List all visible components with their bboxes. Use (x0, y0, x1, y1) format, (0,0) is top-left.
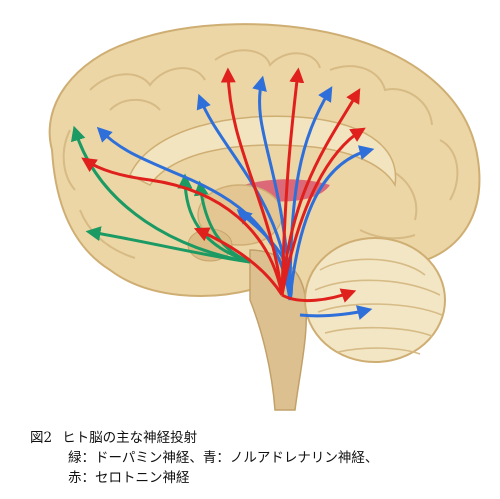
serotonin-projections (81, 67, 366, 303)
figure-number: 図2 (30, 430, 53, 446)
figure-caption: 図2 ヒト脳の主な神経投射 緑：ドーパミン神経、青：ノルアドレナリン神経、 赤：… (30, 428, 498, 488)
serotonin-arrow-4 (280, 88, 361, 296)
noradrenaline-arrow-6 (236, 208, 294, 301)
serotonin-arrow-5 (280, 127, 366, 296)
brain-diagram (48, 23, 481, 411)
figure-title: ヒト脳の主な神経投射 (62, 430, 198, 446)
serotonin-arrow-2 (220, 67, 284, 296)
cerebellum-folia (314, 258, 443, 355)
noradrenaline-arrow-5 (288, 145, 375, 301)
corpus-callosum (129, 115, 397, 188)
cerebrum (48, 23, 481, 301)
noradrenaline-arrow-7 (299, 305, 373, 320)
serotonin-arrow-3 (280, 67, 305, 296)
serotonin-arrow-6 (281, 288, 357, 303)
noradrenaline-arrow-1 (96, 126, 292, 301)
legend-line-2: 赤：セロトニン神経 (68, 470, 190, 486)
serotonin-arrow-1 (81, 157, 284, 296)
serotonin-arrow-7 (193, 227, 284, 296)
dopamine-arrow-4 (177, 173, 251, 264)
legend-line-1: 緑：ドーパミン神経、青：ノルアドレナリン神経、 (68, 450, 379, 466)
